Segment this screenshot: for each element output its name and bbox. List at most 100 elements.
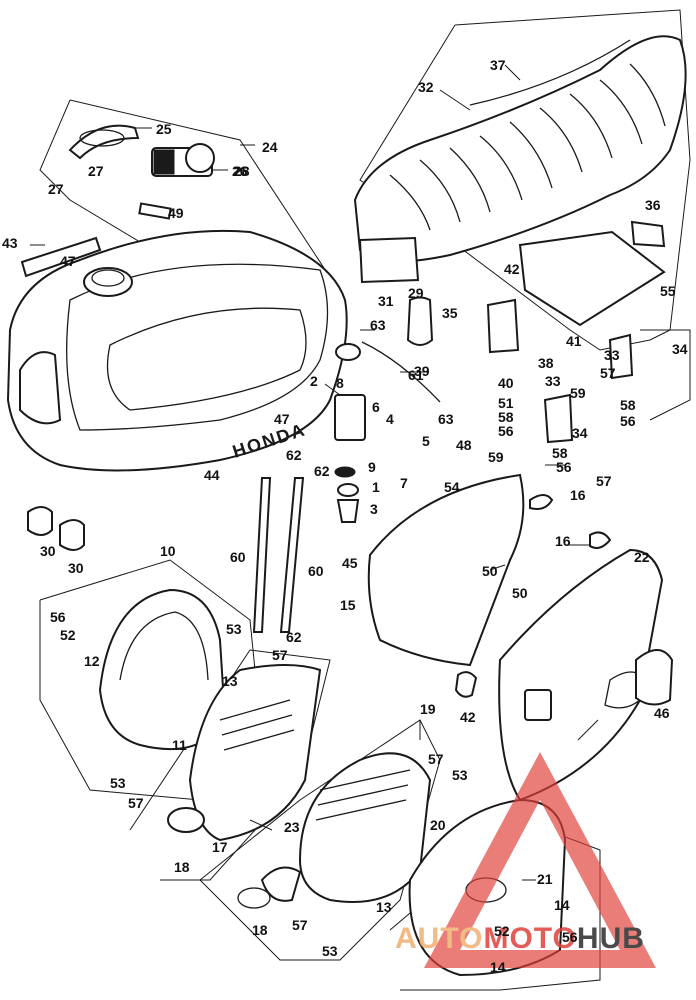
part-label-58-83: 58: [552, 445, 568, 461]
part-label-47-55: 47: [60, 253, 76, 269]
part-label-62-90: 62: [314, 463, 330, 479]
part-label-18-20: 18: [174, 859, 190, 875]
part-label-1: 1: [372, 479, 380, 495]
part-label-15-16: 15: [340, 597, 356, 613]
part-label-30-34: 30: [40, 543, 56, 559]
part-label-7-6: 7: [400, 475, 408, 491]
part-label-55-69: 55: [660, 283, 676, 299]
part-label-4-3: 4: [386, 411, 394, 427]
fuel-tank: [6, 229, 348, 472]
air-cleaner-element: [237, 752, 432, 909]
part-label-11-10: 11: [172, 737, 187, 753]
tool-tray-assembly: [406, 296, 634, 444]
part-label-63-93: 63: [438, 411, 454, 427]
fuel-tank-cap: [68, 124, 140, 160]
part-label-50-60: 50: [512, 585, 528, 601]
leader-lines: [30, 64, 599, 881]
part-label-57-76: 57: [128, 795, 144, 811]
part-label-49-58: 49: [168, 205, 184, 221]
part-label-13-12: 13: [222, 673, 238, 689]
part-label-56-70: 56: [50, 609, 66, 625]
part-label-41-48: 41: [566, 333, 582, 349]
part-label-34-41: 34: [572, 425, 588, 441]
part-label-44-52: 44: [204, 467, 220, 483]
part-label-32-37: 32: [418, 79, 434, 95]
part-label-56-72: 56: [620, 413, 636, 429]
part-label-8-7: 8: [336, 375, 344, 391]
part-label-40-47: 40: [498, 375, 514, 391]
part-label-42-49: 42: [504, 261, 520, 277]
part-label-26-29: 26: [232, 163, 248, 179]
part-label-14-14: 14: [554, 897, 570, 913]
side-cover-right: [498, 548, 674, 802]
part-label-22-25: 22: [634, 549, 650, 565]
watermark-triangle-icon: [424, 752, 656, 968]
part-label-38-45: 38: [538, 355, 554, 371]
part-label-54-68: 54: [444, 479, 460, 495]
part-label-37-44: 37: [490, 57, 506, 73]
part-label-39-46: 39: [414, 363, 430, 379]
part-label-6-5: 6: [372, 399, 380, 415]
fuel-hoses: [252, 477, 305, 633]
part-label-17-19: 17: [212, 839, 228, 855]
part-label-48-57: 48: [456, 437, 472, 453]
side-cover-left: [367, 473, 612, 698]
part-label-45-53: 45: [342, 555, 358, 571]
part-label-47-56: 47: [274, 411, 290, 427]
part-label-56-73: 56: [556, 459, 572, 475]
part-label-53-64: 53: [226, 621, 242, 637]
part-label-28-32: 28: [234, 163, 250, 179]
watermark-logo: AUTOMOTOHUB: [395, 752, 656, 968]
part-label-59-85: 59: [570, 385, 586, 401]
part-label-58-82: 58: [620, 397, 636, 413]
part-label-23-26: 23: [284, 819, 300, 835]
part-label-33-38: 33: [604, 347, 620, 363]
part-label-29-33: 29: [408, 285, 424, 301]
part-label-57-75: 57: [272, 647, 288, 663]
part-label-9-8: 9: [368, 459, 376, 475]
part-label-33-39: 33: [545, 373, 561, 389]
part-label-43-51: 43: [2, 235, 18, 251]
part-label-60-87: 60: [308, 563, 324, 579]
part-label-62-89: 62: [286, 447, 302, 463]
part-label-63-92: 63: [370, 317, 386, 333]
part-label-57-80: 57: [596, 473, 612, 489]
fuel-petcock: [334, 341, 441, 523]
fuel-gauge-unit: [151, 143, 215, 177]
part-label-53-67: 53: [322, 943, 338, 959]
part-label-12-11: 12: [84, 653, 100, 669]
seat: [353, 35, 687, 327]
part-label-57-78: 57: [292, 917, 308, 933]
part-label-19-22: 19: [420, 701, 436, 717]
part-label-36-43: 36: [645, 197, 661, 213]
air-cleaner-case: [98, 588, 322, 842]
part-label-52-63: 52: [494, 923, 510, 939]
part-label-10-9: 10: [160, 543, 176, 559]
part-label-30-35: 30: [68, 560, 84, 576]
watermark-brand-part-3: HUB: [577, 922, 645, 955]
part-label-56-74: 56: [562, 929, 578, 945]
part-label-57-77: 57: [428, 751, 444, 767]
part-label-46-54: 46: [654, 705, 670, 721]
part-label-20-23: 20: [430, 817, 446, 833]
part-label-5-4: 5: [422, 433, 430, 449]
part-label-31-36: 31: [378, 293, 394, 309]
part-label-27-30: 27: [48, 181, 64, 197]
part-label-61-88: 61: [408, 367, 424, 383]
part-label-13-13: 13: [376, 899, 392, 915]
part-label-2-1: 2: [310, 373, 318, 389]
part-label-52-62: 52: [60, 627, 76, 643]
part-label-59-84: 59: [488, 449, 504, 465]
part-label-62-91: 62: [286, 629, 302, 645]
part-label-25-28: 25: [156, 121, 172, 137]
part-label-3-2: 3: [370, 501, 378, 517]
part-label-56-71: 56: [498, 423, 514, 439]
part-label-34-40: 34: [672, 341, 688, 357]
part-label-57-79: 57: [600, 365, 616, 381]
part-label-51-61: 51: [498, 395, 514, 411]
part-label-14-15: 14: [490, 959, 506, 975]
part-label-50-59: 50: [482, 563, 498, 579]
part-label-24-27: 24: [262, 139, 278, 155]
